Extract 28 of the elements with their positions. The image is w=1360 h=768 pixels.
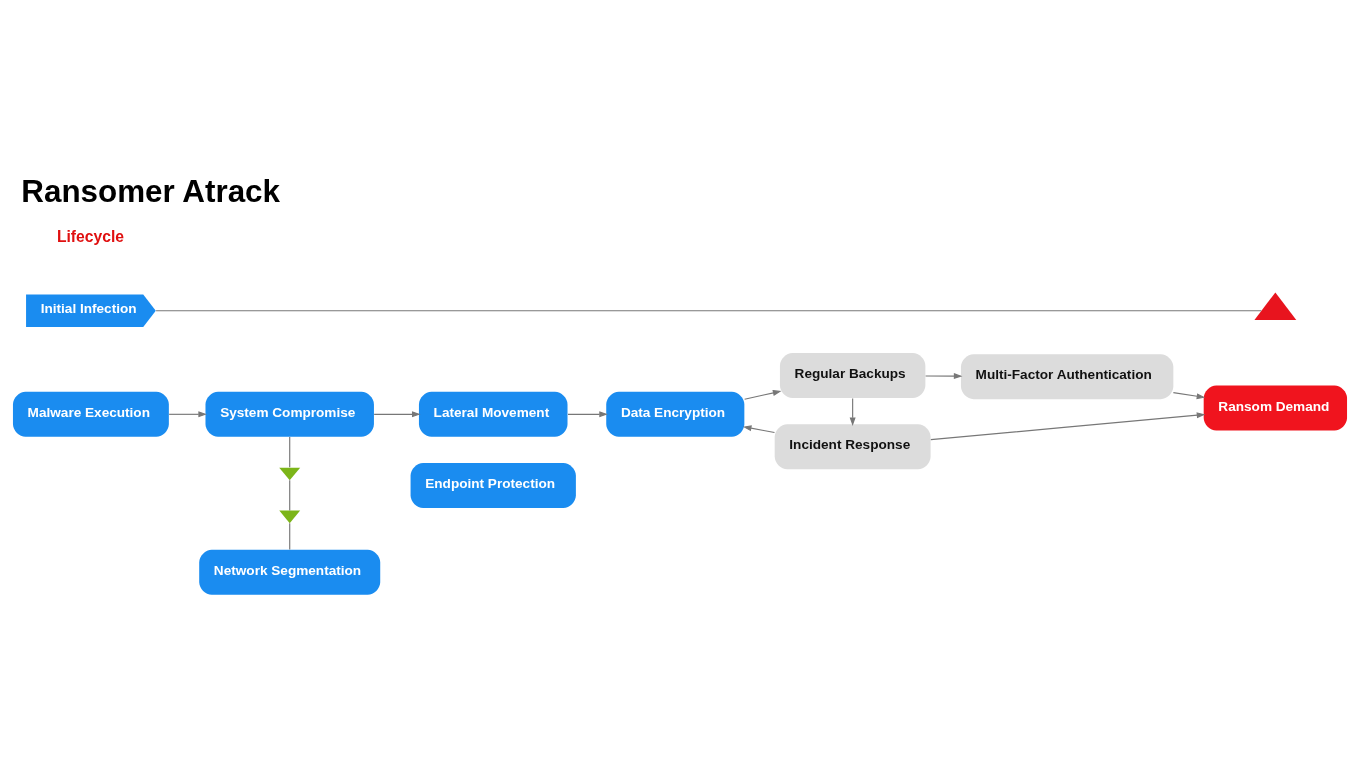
node-box: Malware Execution — [12, 391, 169, 437]
arrow — [567, 410, 608, 417]
node-box: Network Segmentation — [199, 549, 381, 595]
connector — [289, 436, 291, 468]
arrow — [168, 410, 207, 417]
node-box: Multi-Factor Authentication — [960, 353, 1174, 399]
arrow — [373, 410, 421, 417]
label: Lifecycle — [56, 227, 125, 245]
node-triangle — [1254, 291, 1297, 320]
node-box: Ransom Demand — [1203, 385, 1348, 431]
node-box: Regular Backups — [779, 352, 926, 398]
arrow — [930, 411, 1206, 440]
connector — [289, 479, 291, 511]
node-box: Lateral Movement — [418, 391, 568, 437]
arrow — [849, 397, 856, 426]
node-check — [279, 467, 301, 480]
node-box: Data Encryption — [606, 391, 745, 437]
arrow — [742, 424, 776, 433]
connector — [155, 309, 1262, 311]
connector — [289, 522, 291, 550]
node-box: Endpoint Protection — [410, 462, 576, 508]
node-check — [279, 510, 301, 523]
arrow — [925, 372, 963, 379]
arrow — [1172, 391, 1206, 399]
arrow — [744, 389, 782, 400]
node-box: System Compromise — [205, 391, 374, 437]
node-box: Incident Response — [774, 423, 931, 469]
diagram-title: Ransomer Atrack — [21, 173, 280, 209]
